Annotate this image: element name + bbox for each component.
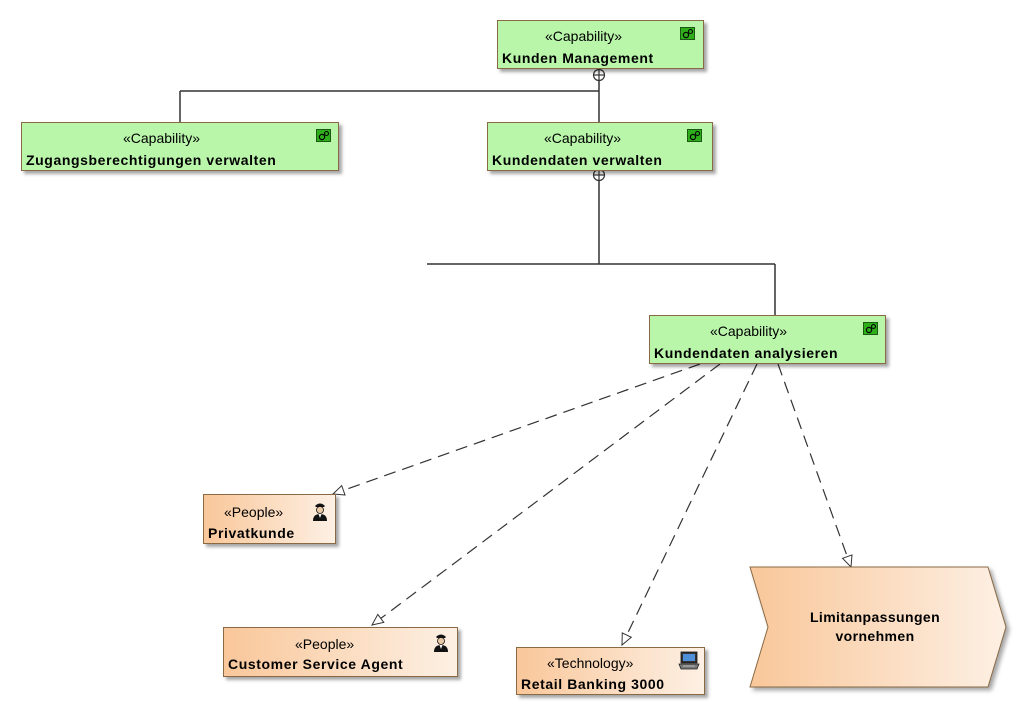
composition-marker bbox=[592, 168, 606, 182]
stereotype-label: «Technology» bbox=[547, 655, 634, 671]
process-label-line-1: Limitanpassungen bbox=[809, 609, 941, 625]
stereotype-label: «People» bbox=[295, 636, 355, 652]
gears-icon bbox=[863, 322, 878, 335]
stereotype-label: «Capability» bbox=[544, 130, 622, 146]
stereotype-label: «Capability» bbox=[123, 130, 201, 146]
capability-kunden-management[interactable]: «Capability» Kunden Management bbox=[497, 20, 704, 69]
people-name: Privatkunde bbox=[208, 525, 295, 541]
people-privatkunde[interactable]: «People» Privatkunde bbox=[203, 494, 336, 544]
gears-icon bbox=[687, 129, 702, 142]
dependency-connectors bbox=[331, 363, 853, 647]
capability-kundendaten-analysieren[interactable]: «Capability» Kundendaten analysieren bbox=[649, 315, 886, 364]
gears-icon bbox=[316, 129, 331, 142]
stereotype-label: «People» bbox=[224, 504, 284, 520]
people-name: Customer Service Agent bbox=[228, 656, 404, 672]
process-label-limitanpassungen[interactable]: Limitanpassungen vornehmen bbox=[790, 608, 960, 646]
technology-name: Retail Banking 3000 bbox=[521, 676, 665, 692]
capability-name: Kunden Management bbox=[502, 50, 654, 66]
process-label-line-2: vornehmen bbox=[835, 628, 915, 644]
capability-zugangsberechtigungen-verwalten[interactable]: «Capability» Zugangsberechtigungen verwa… bbox=[21, 122, 339, 171]
computer-icon bbox=[678, 651, 700, 676]
dependency-to-limitanpassungen bbox=[777, 363, 853, 569]
dependency-to-retail-banking bbox=[621, 363, 758, 647]
dependency-to-customer-service-agent bbox=[371, 363, 721, 626]
person-icon bbox=[312, 501, 328, 526]
gears-icon bbox=[680, 27, 695, 40]
capability-name: Kundendaten verwalten bbox=[492, 152, 663, 168]
people-customer-service-agent[interactable]: «People» Customer Service Agent bbox=[223, 627, 458, 677]
capability-kundendaten-verwalten[interactable]: «Capability» Kundendaten verwalten bbox=[487, 122, 713, 171]
composition-marker bbox=[592, 68, 606, 82]
person-icon bbox=[433, 632, 449, 657]
capability-name: Kundendaten analysieren bbox=[654, 345, 839, 361]
technology-retail-banking-3000[interactable]: «Technology» Retail Banking 3000 bbox=[516, 647, 705, 695]
dependency-to-privatkunde bbox=[331, 363, 701, 496]
stereotype-label: «Capability» bbox=[545, 28, 623, 44]
process-shape-limitanpassungen bbox=[749, 566, 1007, 688]
capability-name: Zugangsberechtigungen verwalten bbox=[26, 152, 277, 168]
stereotype-label: «Capability» bbox=[710, 323, 788, 339]
composition-connectors bbox=[179, 81, 776, 315]
